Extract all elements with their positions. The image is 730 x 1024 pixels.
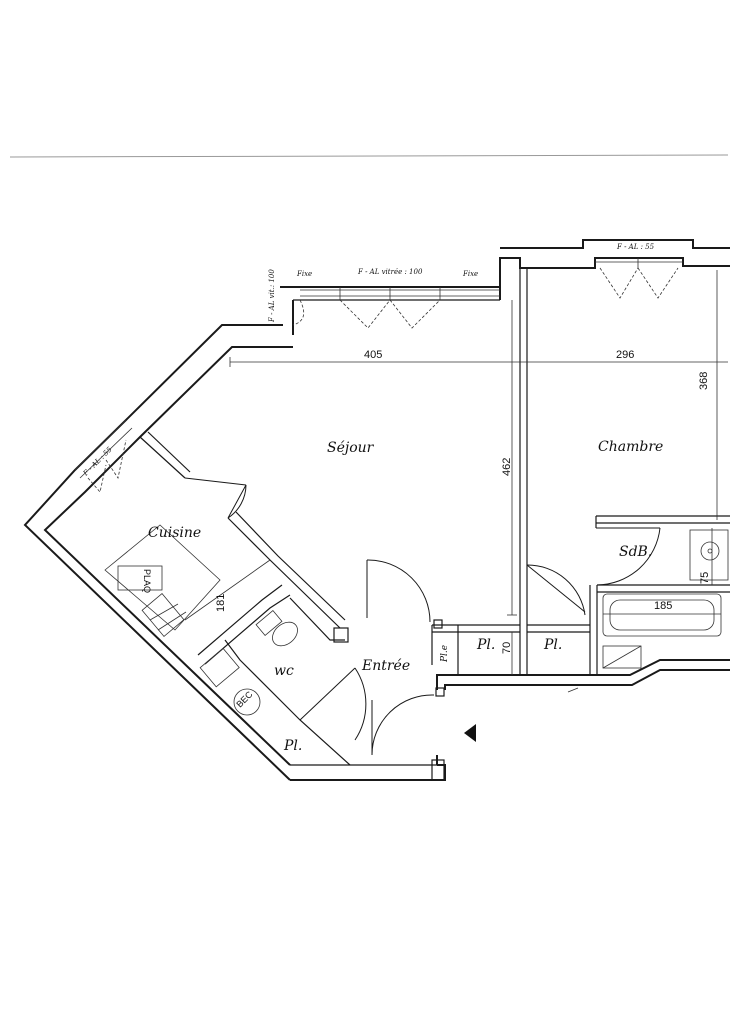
bathtub-icon	[602, 593, 722, 637]
dim-chambre-width: 296	[616, 349, 634, 361]
dim-sejour-depth: 462	[501, 458, 513, 476]
cooktop-label: PLAQ	[142, 569, 152, 593]
room-label-sdb: SdB.	[619, 544, 652, 560]
room-label-cuisine: Cuisine	[148, 525, 201, 541]
dim-bath-length: 185	[654, 600, 672, 612]
interior-walls	[139, 431, 730, 781]
room-label-placard-3: Pl.	[283, 738, 302, 754]
window-label-fixe-right: Fixe	[462, 270, 478, 278]
dim-placard-depth: 70	[501, 642, 513, 654]
doors	[184, 477, 661, 756]
sejour-window: Fixe F - AL vitrée : 100 Fixe F - AL vit…	[268, 268, 500, 329]
boiler-label: BEC	[234, 689, 255, 710]
chambre-window: F - AL : 55	[595, 243, 683, 299]
dim-sejour-width: 405	[364, 349, 382, 361]
entry-arrow-icon	[464, 724, 476, 742]
room-label-placard-1: Pl.	[476, 637, 495, 653]
cuisine-window: F - AL : 55	[74, 419, 133, 493]
room-label-wc: wc	[274, 663, 294, 679]
room-label-sejour: Séjour	[327, 440, 375, 456]
window-label-main: F - AL vitrée : 100	[357, 268, 423, 276]
boiler-icon	[233, 688, 261, 716]
room-label-entree: Entrée	[361, 658, 410, 674]
window-label-fixe-left: Fixe	[296, 270, 312, 278]
page-rule	[9, 154, 729, 158]
dim-kitchen-length: 181	[215, 594, 227, 612]
dimension-lines	[184, 270, 728, 675]
dim-bath-width: 75	[699, 572, 711, 584]
window-label-cuisine: F - AL : 55	[81, 445, 114, 478]
room-label-placard-e: Pl.e	[440, 645, 450, 663]
dim-chambre-depth: 368	[698, 372, 710, 390]
room-label-chambre: Chambre	[598, 439, 663, 455]
window-label-side: F - AL vit.: 100	[268, 269, 276, 323]
toilet-icon	[272, 621, 298, 647]
room-label-placard-2: Pl.	[543, 637, 562, 653]
exterior-walls	[23, 239, 730, 781]
basin-icon	[700, 541, 720, 561]
window-label-chambre: F - AL : 55	[616, 243, 655, 251]
